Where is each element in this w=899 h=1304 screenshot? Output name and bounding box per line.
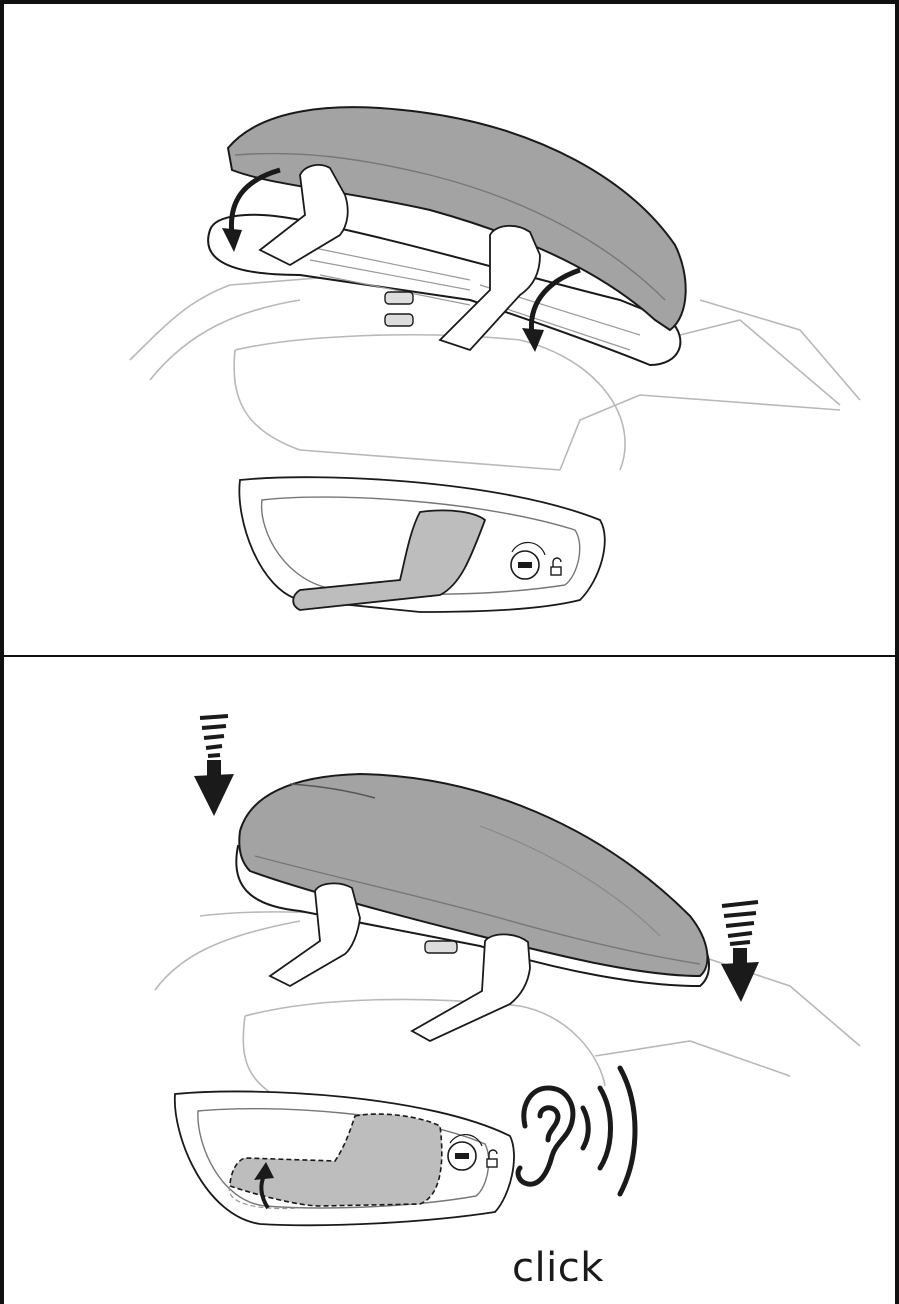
press-lid-illustration: [0, 656, 899, 1304]
ear-icon: [518, 1088, 573, 1184]
close-lid-illustration: [0, 0, 899, 657]
handle-closed-illustration: [175, 1091, 514, 1225]
down-arrow-icon: [721, 902, 759, 1002]
sound-waves-icon: [583, 1068, 635, 1194]
click-sound-label: click: [512, 1245, 604, 1291]
down-arrow-icon: [194, 716, 234, 816]
handle-open-illustration: [239, 477, 604, 612]
